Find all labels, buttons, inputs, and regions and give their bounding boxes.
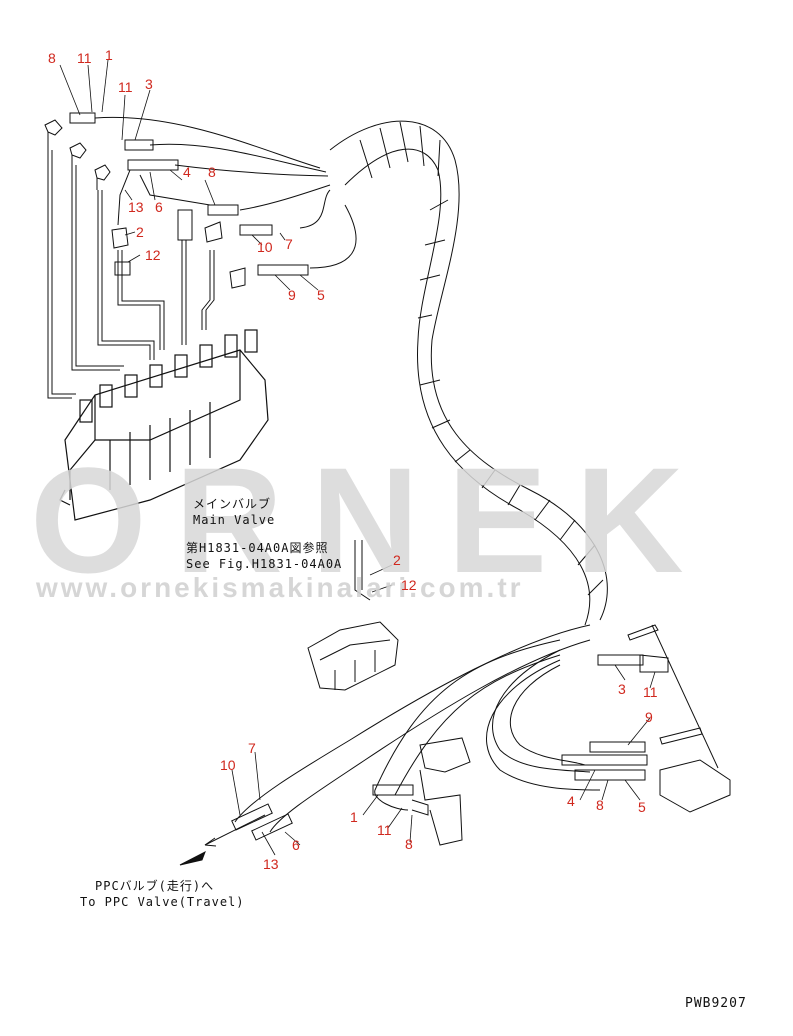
callout-number: 1 [105,47,113,63]
callout-number: 13 [128,199,144,215]
drawing-reference: PWB9207 [685,996,747,1011]
fittings-right [372,624,731,846]
callout-number: 7 [248,740,256,756]
callout-number: 2 [393,552,401,568]
callout-number: 11 [118,79,133,95]
callout-number: 6 [155,199,163,215]
main-valve-block [59,329,269,521]
callout-number: 9 [645,709,653,725]
ppc-valve-secondary [307,540,399,691]
lower-hoses [234,624,601,833]
callout-number: 5 [317,287,325,303]
callout-number: 3 [145,76,153,92]
callout-number: 11 [377,822,392,838]
callout-number: 8 [596,797,604,813]
see-fig-label-en: See Fig.H1831-04A0A [186,557,343,571]
callout-number: 7 [285,236,293,252]
callout-number: 2 [136,224,144,240]
callout-number: 5 [638,799,646,815]
callout-number: 8 [48,50,56,66]
watermark-url: www.ornekismakinalari.com.tr [36,572,524,603]
callout-number: 11 [643,684,658,700]
callout-number: 11 [77,50,92,66]
main-valve-label-en: Main Valve [193,513,276,527]
ppc-valve-label-jp: PPCバルブ(走行)へ [95,879,215,893]
callout-number: 1 [350,809,358,825]
callout-number: 6 [292,837,300,853]
pilot-lines-left [47,150,215,399]
main-valve-label-jp: メインバルブ [193,497,272,511]
leader-lines [59,59,656,856]
callout-number: 13 [263,856,279,872]
see-fig-label-jp: 第H1831-04A0A図参照 [186,541,329,555]
callout-number: 4 [183,164,191,180]
callout-number: 3 [618,681,626,697]
callout-number: 10 [220,757,236,773]
fittings-upper [44,112,309,289]
callout-number: 4 [567,793,575,809]
ppc-direction-arrow [179,803,293,866]
callout-number: 8 [405,836,413,852]
spiral-wrapped-bundle [329,120,608,626]
callout-number: 12 [401,577,417,593]
watermark-brand: ORNEK [30,436,712,604]
callout-number: 8 [208,164,216,180]
ppc-valve-label-en: To PPC Valve(Travel) [80,895,245,909]
callout-number: 9 [288,287,296,303]
callout-number: 12 [145,247,161,263]
upper-hoses [94,116,357,269]
callout-number: 10 [257,239,273,255]
